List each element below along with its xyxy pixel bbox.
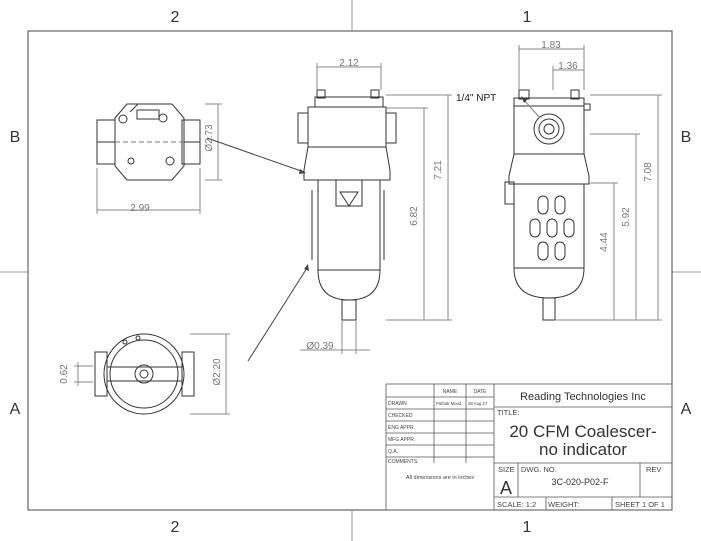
front-view-dimensions xyxy=(300,63,452,354)
tb-row-label: MFG APPR. xyxy=(388,437,415,443)
npt-label: 1/4" NPT xyxy=(456,93,496,104)
zone-label: A xyxy=(10,401,21,418)
tb-dwg-number: 3C-020-P02-F xyxy=(551,477,609,487)
leader-arrow xyxy=(299,169,306,174)
tb-drawn-name: Pathak Mood xyxy=(436,401,462,406)
dim-front-stem: Ø0.39 xyxy=(306,341,334,352)
bottom-view-dimensions xyxy=(74,333,230,415)
zone-label: 2 xyxy=(171,9,180,26)
tb-header-date: DATE xyxy=(474,389,488,395)
dim-side-h2: 5.92 xyxy=(621,207,632,227)
tb-weight: WEIGHT: xyxy=(548,500,579,509)
tb-row-label: CHECKED xyxy=(388,413,413,419)
tb-row-label: ENG APPR. xyxy=(388,425,415,431)
dim-side-h1: 7.08 xyxy=(643,162,654,182)
tb-size-value: A xyxy=(500,478,512,498)
tb-title-label: TITLE: xyxy=(497,408,520,417)
dim-side-w2: 1.36 xyxy=(558,61,578,72)
tb-rev-label: REV xyxy=(646,465,661,474)
zone-label: 2 xyxy=(171,519,180,536)
dim-top-width: 2.99 xyxy=(130,203,150,214)
dim-top-diameter: Ø2.73 xyxy=(204,124,215,152)
zone-label: B xyxy=(681,129,692,146)
side-view xyxy=(504,89,591,321)
dim-front-h1: 7.21 xyxy=(433,160,444,180)
tb-size-label: SIZE xyxy=(498,465,515,474)
dim-bottom-small: 0.62 xyxy=(59,364,70,384)
zone-label: B xyxy=(10,129,21,146)
zone-label: 1 xyxy=(523,519,532,536)
leader-arrow xyxy=(304,264,309,271)
tb-title-line1: 20 CFM Coalescer- xyxy=(509,422,656,441)
tb-row-label: COMMENTS: xyxy=(388,459,419,465)
top-view xyxy=(96,103,201,181)
tb-row-label: Q.A. xyxy=(388,449,398,455)
zone-label: 1 xyxy=(523,9,532,26)
tb-row-label: DRAWN xyxy=(388,401,407,407)
zone-label: A xyxy=(681,401,692,418)
tb-drawn-date: 28 Aug 17 xyxy=(468,401,488,406)
tb-sheet: SHEET 1 OF 1 xyxy=(615,500,665,509)
dim-bottom-diameter: Ø2.20 xyxy=(212,358,223,386)
tb-scale: SCALE: 1:2 xyxy=(497,500,536,509)
side-view-dimensions xyxy=(518,45,662,321)
title-block xyxy=(385,383,673,511)
dim-side-w1: 1.83 xyxy=(541,40,561,51)
dim-side-h3: 4.44 xyxy=(599,232,610,252)
bottom-view xyxy=(94,333,195,415)
npt-arrow xyxy=(521,96,527,103)
tb-company: Reading Technologies Inc xyxy=(520,391,646,403)
tb-header-name: NAME xyxy=(443,389,458,395)
drawing-border xyxy=(27,30,673,511)
leader-line xyxy=(247,267,308,362)
dim-front-h2: 6.82 xyxy=(409,206,420,226)
front-view xyxy=(297,89,397,321)
dim-front-width: 2.12 xyxy=(339,58,359,69)
leader-line xyxy=(206,137,305,173)
tb-dwg-label: DWG. NO. xyxy=(521,465,557,474)
tb-comment: All dimensions are in inches xyxy=(406,475,474,481)
tb-title-line2: no indicator xyxy=(539,440,627,459)
